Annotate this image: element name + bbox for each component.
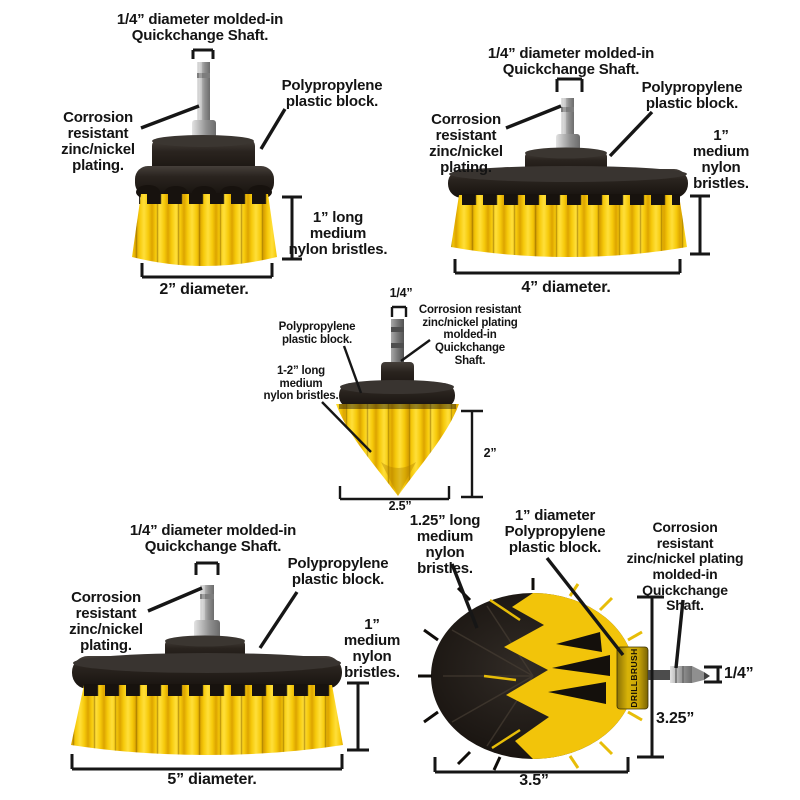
brush4-shaft-annotation: 1/4” diameter molded-in Quickchange Shaf…	[487, 45, 655, 79]
ball-width-label: 3.5”	[519, 772, 549, 789]
brush-cone-illustration	[336, 319, 459, 496]
brush4-corrosion-annotation: Corrosion resistant zinc/nickel plating.	[429, 111, 503, 177]
brush2-shaft-annotation: 1/4” diameter molded-in Quickchange Shaf…	[116, 11, 284, 45]
cone-corrosion-annotation: Corrosion resistant zinc/nickel plating …	[418, 304, 522, 367]
ball-height-label: 3.25”	[656, 710, 695, 727]
brush2-block-annotation: Polypropylene plastic block.	[281, 77, 383, 111]
cone-height-label: 2”	[483, 446, 497, 460]
brush2-corrosion-annotation: Corrosion resistant zinc/nickel plating.	[61, 109, 135, 175]
cone-shaft-size-label: 1/4”	[389, 286, 413, 300]
brush-4in-illustration	[448, 98, 688, 257]
ball-bristle-annotation: 1.25” long medium nylon bristles.	[409, 512, 481, 578]
brush4-block-annotation: Polypropylene plastic block.	[641, 79, 743, 113]
brush-2in-illustration	[132, 62, 277, 266]
ball-block-annotation: 1” diameter Polypropylene plastic block.	[504, 507, 606, 557]
brush4-diameter-label: 4” diameter.	[521, 279, 611, 296]
brush5-diameter-label: 5” diameter.	[167, 771, 257, 788]
leader-lines	[140, 104, 685, 669]
ball-corrosion-annotation: Corrosion resistant zinc/nickel plating …	[626, 519, 744, 614]
brush5-bristle-annotation: 1” medium nylon bristles.	[343, 616, 401, 682]
cone-block-annotation: Polypropylene plastic block.	[278, 321, 356, 346]
measurement-lines	[70, 48, 722, 774]
ball-shaft-size-label: 1/4”	[724, 665, 754, 682]
brush5-corrosion-annotation: Corrosion resistant zinc/nickel plating.	[69, 589, 143, 655]
cone-bristle-annotation: 1-2” long medium nylon bristles.	[263, 365, 339, 403]
brush-5in-illustration	[71, 585, 343, 755]
drillbrush-brand-text: DRILLBRUSH	[629, 648, 639, 707]
brush2-diameter-label: 2” diameter.	[159, 281, 249, 298]
brush-ball-illustration: DRILLBRUSH	[418, 578, 710, 771]
brush2-bristle-annotation: 1” long medium nylon bristles.	[288, 209, 388, 259]
brush5-shaft-annotation: 1/4” diameter molded-in Quickchange Shaf…	[129, 522, 297, 556]
brush4-bristle-annotation: 1” medium nylon bristles.	[692, 127, 750, 193]
brush5-block-annotation: Polypropylene plastic block.	[287, 555, 389, 589]
cone-width-label: 2.5”	[388, 499, 412, 513]
